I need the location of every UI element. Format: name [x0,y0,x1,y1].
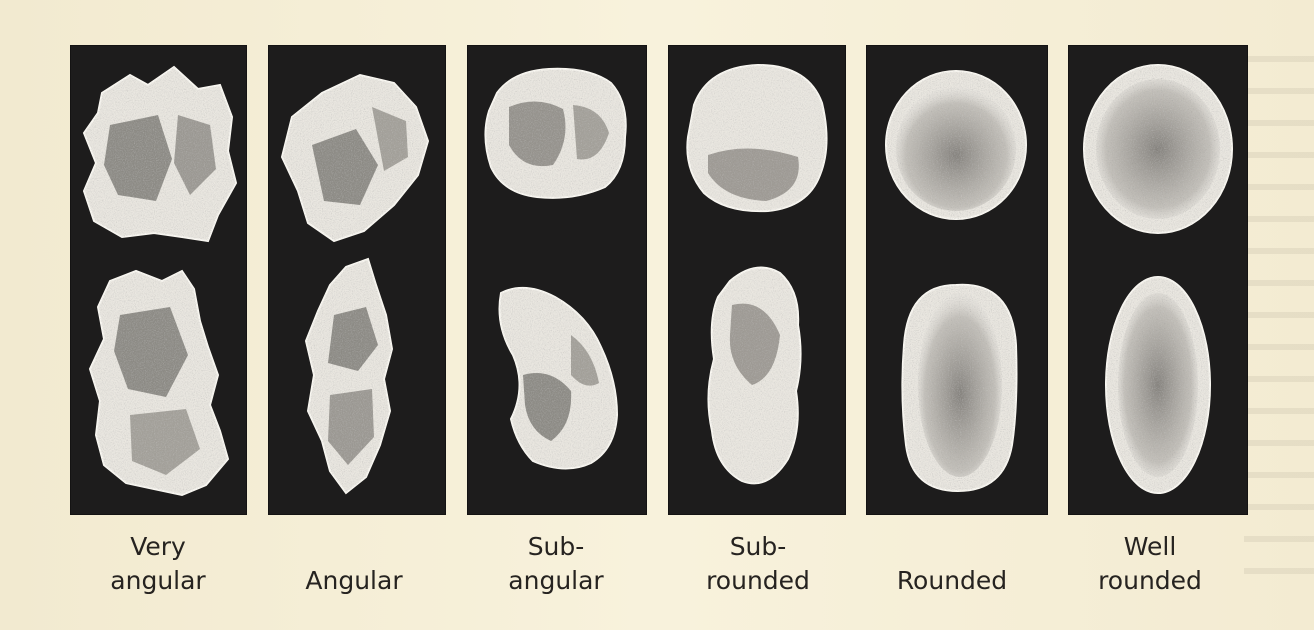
grain-bottom [902,285,1016,491]
grain-bottom [708,268,800,484]
caption-angular: Angular [264,530,444,598]
grain-illustration-rounded [866,45,1048,515]
caption-sub-rounded: Sub- rounded [668,530,848,598]
grain-illustration-sub-angular [467,45,647,515]
caption-line: Well [1060,530,1240,564]
panel-well-rounded [1068,45,1248,515]
panel-sub-rounded [668,45,846,515]
panel-rounded [866,45,1048,515]
caption-very-angular: Very angular [68,530,248,598]
grain-top [282,75,428,241]
grain-bottom [1106,277,1210,493]
caption-line: Very [68,530,248,564]
grain-top [886,71,1026,219]
grain-top [485,69,625,198]
caption-line: rounded [668,564,848,598]
caption-line: Rounded [862,564,1042,598]
grain-illustration-angular [268,45,446,515]
grain-bottom [90,271,228,495]
grain-top [84,67,236,241]
panel-angular [268,45,446,515]
caption-rounded: Rounded [862,530,1042,598]
caption-line: Sub- [466,530,646,564]
caption-line: angular [68,564,248,598]
caption-line: Sub- [668,530,848,564]
caption-line [264,530,444,564]
bleed-through-text [1244,30,1314,590]
caption-line [862,530,1042,564]
caption-line: angular [466,564,646,598]
panel-sub-angular [467,45,647,515]
caption-line: Angular [264,564,444,598]
grain-illustration-sub-rounded [668,45,846,515]
grain-illustration-very-angular [70,45,247,515]
grain-bottom [500,288,618,469]
caption-well-rounded: Well rounded [1060,530,1240,598]
caption-sub-angular: Sub- angular [466,530,646,598]
grain-top [687,65,826,211]
grain-bottom [306,259,392,493]
panel-very-angular [70,45,247,515]
grain-illustration-well-rounded [1068,45,1248,515]
caption-line: rounded [1060,564,1240,598]
grain-top [1084,65,1232,233]
